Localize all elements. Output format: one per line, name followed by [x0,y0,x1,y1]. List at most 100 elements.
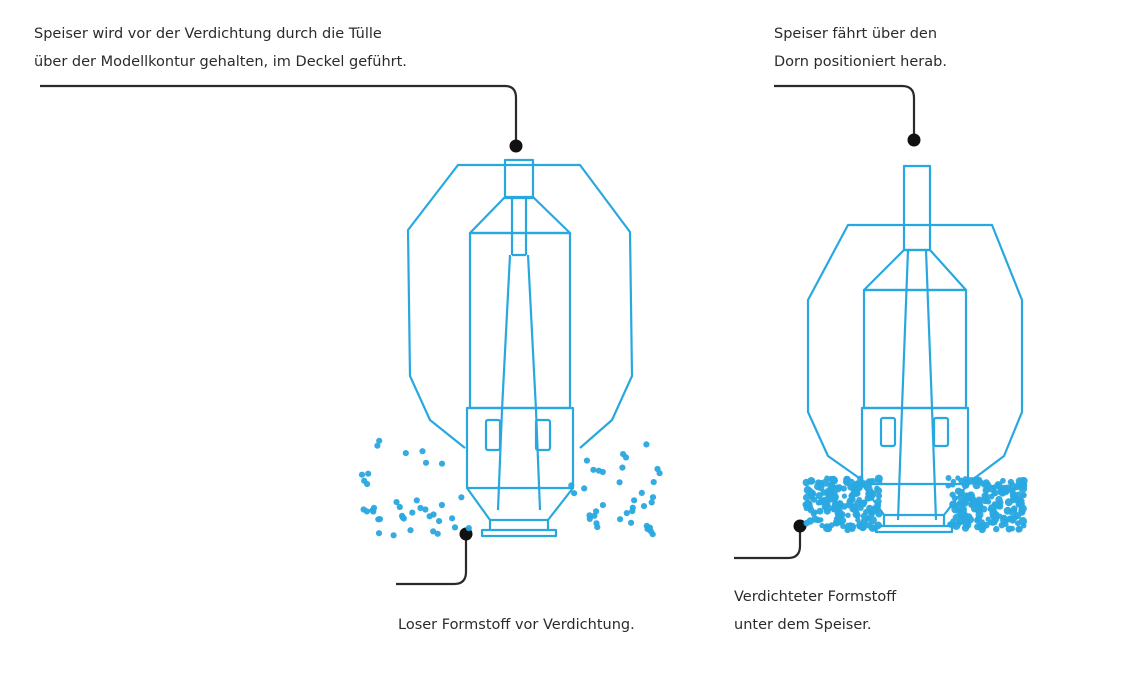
right-lid-outline [806,223,1024,481]
leader-right-bottom [734,519,807,560]
compacted-grain [854,490,861,497]
compacted-grain [1009,491,1018,500]
compacted-grain [1001,514,1008,521]
compacted-grain [857,475,864,482]
compacted-grain [868,507,877,516]
right-clamp-b [932,416,950,448]
sand-grain [365,470,372,477]
compacted-grain [812,509,818,515]
left-riser-assembly [358,158,663,539]
compacted-grain [978,525,986,534]
compacted-grain [875,510,883,518]
compacted-grain [1008,507,1018,516]
left-riser-taper [466,487,574,538]
compacted-grain [998,488,1007,497]
compacted-grain [835,511,844,521]
compacted-grain [960,498,968,506]
compacted-grain [961,480,970,489]
sand-grain [617,516,624,523]
sand-grain [586,515,593,523]
sand-grain [595,467,602,474]
left-clamp-a [484,418,502,452]
label-left-top-line1: Speiser wird vor der Verdichtung durch d… [34,26,382,42]
compacted-grain [815,499,822,506]
sand-grain [629,504,636,511]
compacted-grain [957,488,965,497]
compacted-grain [841,493,848,499]
sand-grain [599,502,607,509]
sand-grain [640,503,648,510]
sand-grain [436,518,443,525]
leader-right-top [774,84,921,147]
left-lid-outline [406,163,634,449]
compacted-grain [845,512,851,518]
compacted-grain [977,479,984,486]
compacted-grain [823,507,831,515]
sand-grain [422,506,429,513]
compacted-grain [1000,477,1006,484]
sand-grain [376,437,383,444]
sand-grain [623,509,630,517]
label-right-top-line1: Speiser fährt über den [774,26,937,42]
left-riser-sleeve [468,231,572,410]
sand-grain [369,507,376,514]
sand-grain [593,520,600,527]
compacted-grain [963,492,970,499]
sand-grain [375,530,383,537]
compacted-grain [833,484,842,493]
compacted-grain [989,519,996,526]
compacted-grain [832,498,838,505]
sand-grain [430,511,437,518]
compacted-grain [868,516,877,525]
compacted-grain [872,525,879,532]
sand-grain [650,479,657,486]
compacted-grain [832,493,839,501]
compacted-grain [874,487,883,495]
compacted-grain [945,475,952,481]
compacted-grain [821,478,830,487]
sand-grain [648,499,655,506]
compacted-grain [951,521,958,528]
sand-grain [654,465,661,473]
sand-grain [581,485,588,492]
compacted-grain [868,478,877,486]
compacted-grain [860,512,868,520]
compacted-grain [856,497,863,503]
compacted-grain [828,475,834,482]
sand-grain [465,525,472,532]
compacted-grain [994,481,1003,490]
right-spout [902,164,932,252]
compacted-grain [874,474,883,483]
compacted-grain [965,513,973,520]
sand-grain [363,508,370,515]
compacted-grain [1015,526,1022,533]
compacted-grain [968,501,976,508]
compacted-grain [875,492,883,499]
compacted-grain [950,478,957,485]
sand-grain [638,489,645,496]
compacted-grain [807,477,816,485]
compacted-grain [848,525,856,532]
label-left-top-line2: über der Modellkontur gehalten, im Decke… [34,54,407,70]
sand-grain [409,509,416,516]
sand-grain [422,459,430,466]
compacted-grain [952,513,961,522]
sand-grain [449,515,456,522]
left-lower-housing [465,406,575,490]
sand-grain [396,503,403,511]
compacted-grain [949,491,956,498]
compacted-grain [955,475,961,481]
compacted-grain [840,485,847,492]
compacted-grain [993,501,1002,510]
sand-grain [571,490,578,497]
sand-grain [413,497,420,504]
compacted-grain [865,489,874,498]
sand-grain [438,460,446,467]
right-lower-housing [860,406,970,486]
sand-grain [628,519,635,526]
compacted-grain [993,511,1000,517]
label-right-top-line2: Dorn positioniert herab. [774,54,947,70]
compacted-grain [816,507,824,515]
sand-grain [417,504,424,512]
compacted-grain [819,522,825,529]
